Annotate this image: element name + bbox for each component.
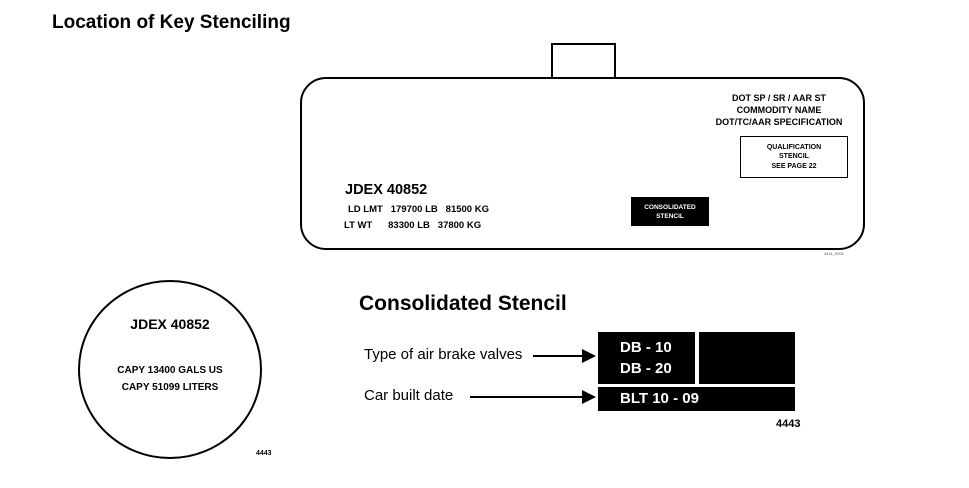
circle-code: 4443 xyxy=(256,450,272,457)
capacity-gallons: CAPY 13400 GALS US xyxy=(117,365,223,376)
capacity-liters: CAPY 51099 LITERS xyxy=(121,382,219,393)
built-date-box: BLT 10 - 09 xyxy=(598,387,795,411)
valve-type-box: DB - 10 DB - 20 xyxy=(598,332,695,384)
dot-specification-block: DOT SP / SR / AAR ST COMMODITY NAME DOT/… xyxy=(700,92,858,128)
qualification-line: QUALIFICATION xyxy=(766,143,822,151)
light-weight-stencil: LT WT 83300 LB 37800 KG xyxy=(344,220,482,231)
drawing-code: 4441_0001 xyxy=(824,251,845,256)
consolidated-line: STENCIL xyxy=(656,212,684,220)
built-date-label: Car built date xyxy=(364,387,454,404)
capacity-stencil-circle xyxy=(78,280,262,459)
dot-line: COMMODITY NAME xyxy=(736,105,822,115)
qualification-stencil-box: QUALIFICATION STENCIL SEE PAGE 22 xyxy=(740,136,848,178)
brake-valves-label: Type of air brake valves xyxy=(364,346,523,363)
circle-capacity: CAPY 13400 GALS US CAPY 51099 LITERS xyxy=(78,362,262,396)
tank-car-body xyxy=(300,77,865,250)
consolidated-code: 4443 xyxy=(776,418,801,430)
dot-line: DOT/TC/AAR SPECIFICATION xyxy=(715,117,843,127)
consolidated-stencil-heading: Consolidated Stencil xyxy=(359,292,567,315)
dot-line: DOT SP / SR / AAR ST xyxy=(731,93,826,103)
arrow-right-icon xyxy=(470,390,596,404)
car-reporting-marks: JDEX 40852 xyxy=(345,182,428,198)
valve-type: DB - 20 xyxy=(620,360,672,377)
consolidated-line: CONSOLIDATED xyxy=(644,203,696,211)
consolidated-stencil-marker: CONSOLIDATED STENCIL xyxy=(631,197,709,226)
circle-reporting-marks: JDEX 40852 xyxy=(130,316,210,332)
page-title: Location of Key Stenciling xyxy=(52,12,291,33)
qualification-line: SEE PAGE 22 xyxy=(771,162,817,170)
tank-car-dome xyxy=(551,43,616,81)
arrow-right-icon xyxy=(533,349,596,363)
load-limit-stencil: LD LMT 179700 LB 81500 KG xyxy=(348,204,489,215)
qualification-line: STENCIL xyxy=(779,153,809,161)
valve-type: DB - 10 xyxy=(620,339,672,356)
blank-stencil-box xyxy=(699,332,795,384)
